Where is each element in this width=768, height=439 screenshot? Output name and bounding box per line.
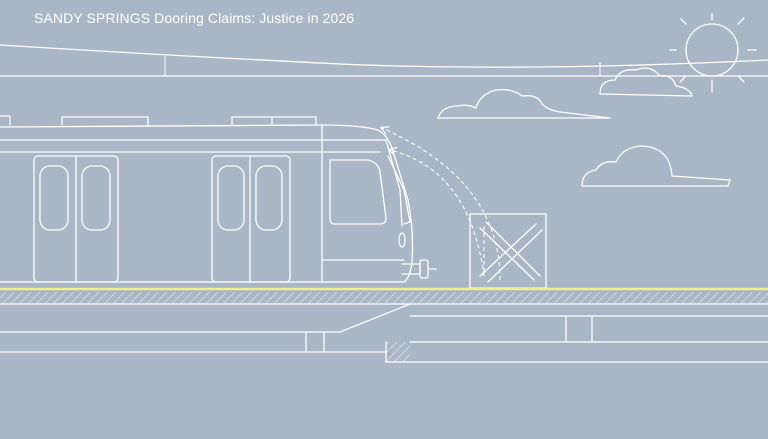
crossed-box-icon bbox=[469, 213, 547, 289]
caption-title: SANDY SPRINGS Dooring Claims: Justice in… bbox=[34, 10, 355, 26]
cloud-icon bbox=[599, 67, 693, 97]
sun-icon bbox=[669, 13, 757, 93]
cloud-icon bbox=[437, 88, 611, 119]
door-swing-arrow-icon bbox=[382, 128, 501, 281]
train-icon bbox=[0, 115, 437, 283]
platform bbox=[0, 287, 768, 363]
cloud-icon bbox=[581, 145, 731, 187]
overhead-wires bbox=[0, 44, 768, 77]
